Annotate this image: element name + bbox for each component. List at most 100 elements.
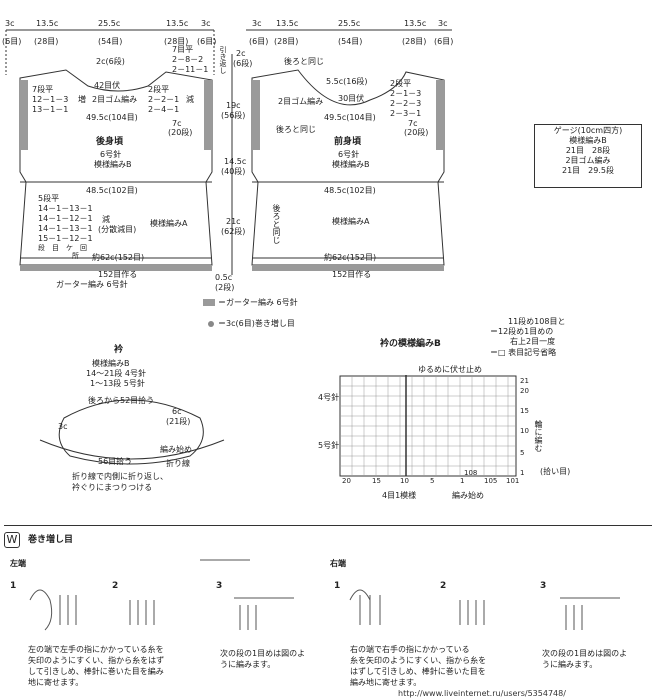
front-side-20: (20段) [404, 128, 429, 137]
back-dec-label: 減 [102, 215, 110, 224]
back-increase: 増 [78, 95, 86, 104]
knot-icon: W [4, 532, 20, 548]
dim-right-28st: (28目) [274, 37, 299, 46]
back-title: 後身頃 [96, 137, 124, 147]
collar-3c: 3c [58, 422, 68, 431]
chart-note-3: 右上2目一度 [510, 337, 556, 346]
collar-fold: 折り線 [166, 459, 190, 468]
back-width-48: 48.5c(102目) [86, 186, 138, 195]
left-step-2: 2 [112, 581, 119, 591]
front-pattern: 模様編みB [332, 160, 370, 169]
dim-mid-19c: 19c [226, 101, 241, 110]
chart-round: 輪に編む [534, 420, 543, 452]
back-dec-row-0: 5段平 [38, 194, 60, 203]
back-rib: 2目ゴム編み [92, 95, 138, 104]
collar-note-1: 折り線で内側に折り返し、 [72, 472, 168, 481]
dim-right-25c: 25.5c [338, 19, 361, 28]
chart-col-1: 1 [460, 477, 465, 485]
back-dec-note2: 所 [72, 252, 79, 260]
chart-col-15: 15 [372, 477, 381, 485]
dim-left-6st-b: (6目) [197, 37, 217, 46]
front-width-48: 48.5c(102目) [324, 186, 376, 195]
back-neck-bindoff: 42目伏 [94, 81, 121, 90]
back-needle: 6号針 [100, 150, 122, 159]
back-dec-row-2: 14－1－12－1 [38, 214, 93, 223]
front-pattern-a: 模様編みA [332, 217, 370, 226]
chart-col-108: 108 [464, 469, 478, 477]
back-dec-row-3: 14－1－13－1 [38, 224, 93, 233]
back-decrease: 減 [186, 95, 194, 104]
front-same-back: 後ろと同じ [284, 57, 324, 66]
front-neck-55: 5.5c(16段) [326, 77, 368, 86]
back-cast-on: 152目作る [98, 270, 138, 279]
left-step-1: 1 [10, 581, 17, 591]
chart-row-21: 21 [520, 377, 529, 385]
collar-title: 衿 [114, 345, 124, 355]
front-rib: 2目ゴム編み [278, 97, 324, 106]
chart-row-1: 1 [520, 469, 525, 477]
dim-mid-2c: 2c [236, 49, 246, 58]
back-side-7c: 7c [172, 119, 182, 128]
chart-bind-off: ゆるめに伏せ止め [418, 365, 482, 374]
right-text-3: 編み地に寄せます。 [350, 678, 422, 687]
dim-right-3c-b: 3c [438, 19, 448, 28]
collar-note-2: 衿ぐりにまつりつける [72, 483, 153, 492]
dim-right-54st: (54目) [338, 37, 363, 46]
dim-mid-6rows: (6段) [233, 59, 253, 68]
dim-mid-62rows: (62段) [221, 227, 246, 236]
back-pattern: 模様編みB [94, 160, 132, 169]
chart-repeat: 4目1模様 [382, 491, 417, 500]
back-dec-row-5: 段 目 ケ 回 [38, 244, 87, 252]
back-width-49: 49.5c(104目) [86, 113, 138, 122]
back-arm-row-1: 2－2－1 [148, 95, 180, 104]
dim-left-13c-b: 13.5c [166, 19, 189, 28]
chart-title: 衿の模様編みB [380, 339, 441, 349]
right3-text-1: うに編みます。 [542, 660, 598, 669]
back-hem: 約62c(152目) [92, 253, 145, 262]
gauge-title: ゲージ(10cm四方) [553, 126, 623, 135]
right-step-1: 1 [334, 581, 341, 591]
dim-left-54st: (54目) [98, 37, 123, 46]
right-step-2: 2 [440, 581, 447, 591]
chart-row-20: 20 [520, 387, 529, 395]
chart-row-15: 15 [520, 407, 529, 415]
collar-line-0: 模様編みB [92, 359, 130, 368]
left3-text-1: うに編みます。 [220, 660, 276, 669]
front-needle: 6号針 [338, 150, 360, 159]
gauge-line-2: 2目ゴム編み [565, 156, 611, 165]
collar-6c: 6c [172, 407, 182, 416]
back-side-20: (20段) [168, 128, 193, 137]
back-arm-row-0: 2段平 [148, 85, 170, 94]
front-same-back-2: 後ろと同じ [276, 125, 316, 134]
chart-col-105: 105 [484, 477, 498, 485]
back-dec-row-1: 14－1－13－1 [38, 204, 93, 213]
dim-left-6st: (6目) [2, 37, 22, 46]
dim-right-6st-b: (6目) [434, 37, 454, 46]
watermark-url[interactable]: http://www.liveinternet.ru/users/5354748… [398, 689, 566, 698]
front-neck-row-1: 2－1－3 [390, 89, 422, 98]
collar-line-1: 14～21段 4号針 [86, 369, 146, 378]
dim-left-3c: 3c [5, 19, 15, 28]
dim-mid-2rows: (2段) [215, 283, 235, 292]
right-text-0: 右の端で右手の指にかかっている [350, 645, 470, 654]
right-step-3: 3 [540, 581, 547, 591]
right-end-label: 右端 [330, 559, 346, 568]
dim-short-rows: 引き返し [219, 46, 227, 74]
dim-mid-05c: 0.5c [215, 273, 233, 282]
left-text-0: 左の端で左手の指にかかっている糸を [28, 645, 164, 654]
left-text-1: 矢印のようにすくい、指から糸をはず [28, 656, 165, 665]
dim-left-28st-b: (28目) [164, 37, 189, 46]
dim-mid-40rows: (40段) [221, 167, 246, 176]
front-neck-row-2: 2－2－3 [390, 99, 422, 108]
gauge-box: ゲージ(10cm四方) 模様編みB 21目 28段 2目ゴム編み 21目 29.… [534, 124, 642, 188]
dim-right-6st: (6目) [249, 37, 269, 46]
dim-right-13c-b: 13.5c [404, 19, 427, 28]
dim-left-13c: 13.5c [36, 19, 59, 28]
chart-note-1: 11段め108目と [508, 317, 566, 326]
left-step-3: 3 [216, 581, 223, 591]
back-dec-note: (分散減目) [98, 225, 137, 234]
collar-pickup: 後ろから52目拾う [88, 396, 155, 405]
chart-col-101: 101 [506, 477, 520, 485]
chart-col-10: 10 [400, 477, 409, 485]
